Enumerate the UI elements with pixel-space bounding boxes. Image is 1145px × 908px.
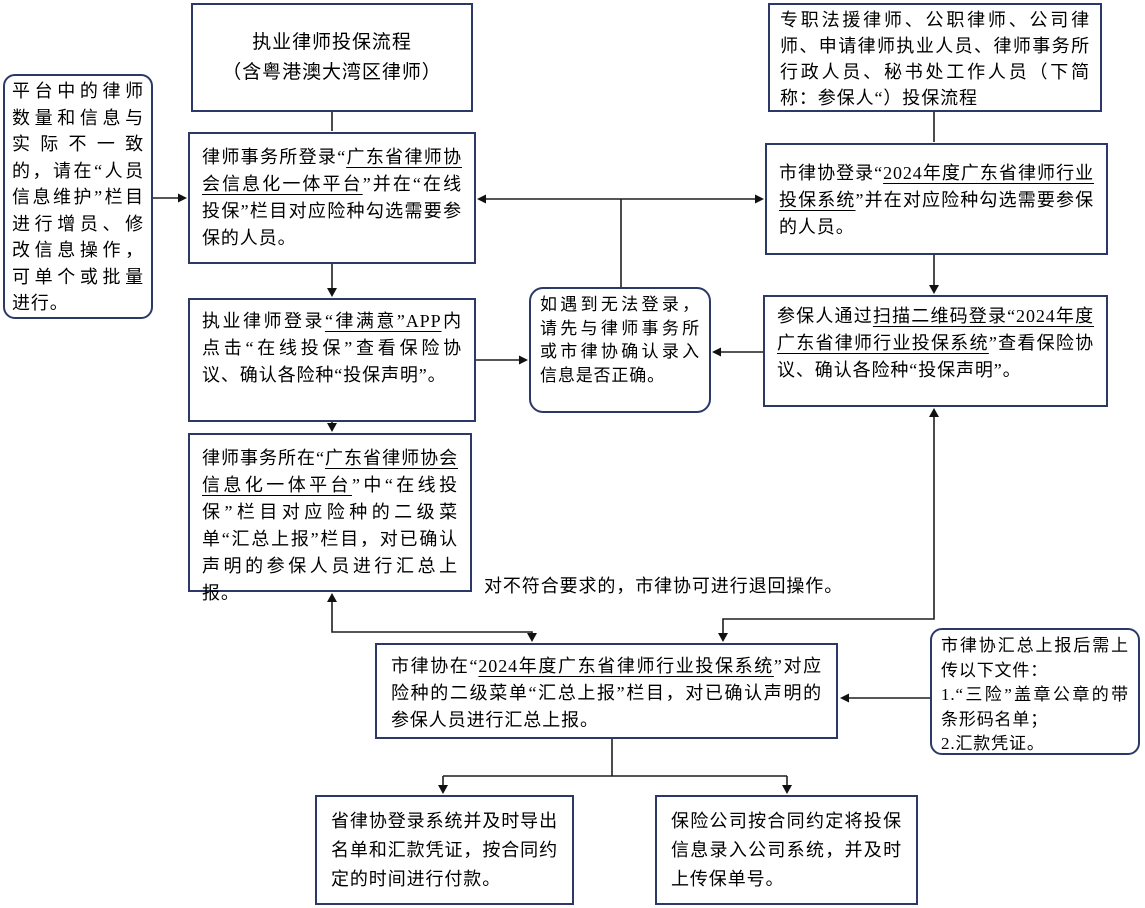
underlined-text: 广东省律师协会信息化一体平台 xyxy=(202,448,458,495)
underlined-text: 扫描二维码登录“2024年度广东省律师行业投保系统 xyxy=(777,306,1095,353)
underlined-text: 2024年度广东省律师行业投保系统 xyxy=(478,656,774,676)
step-firm-login-box: 律师事务所登录“广东省律师协会信息化一体平台”并在“在线投保”栏目对应险种勾选需… xyxy=(188,132,476,264)
underlined-text: 广东省律师协会信息化一体平台 xyxy=(202,147,462,194)
step-firm-summary-report-box: 律师事务所在“广东省律师协会信息化一体平台”中“在线投保”栏目对应险种的二级菜单… xyxy=(188,433,472,603)
plain-text: ”并在“在线投保”栏目对应险种勾选需要参保的人员。 xyxy=(202,174,462,248)
plain-text: 市律协在“ xyxy=(391,656,479,676)
plain-text: ”中“在线投保”栏目对应险种的二级菜单“汇总上报”栏目，对已确认声明的参保人员进… xyxy=(202,475,458,603)
step-lawyer-app-box: 执业律师登录“律满意”APP内点击“在线投保”查看保险协议、确认各险种“投保声明… xyxy=(188,298,476,422)
step-city-association-login-box: 市律协登录“2024年度广东省律师行业投保系统”并在对应险种勾选需要参保的人员。 xyxy=(765,143,1108,255)
underlined-text: “律满意”APP xyxy=(324,311,442,331)
login-help-note-box: 如遇到无法登录，请先与律师事务所或市律协确认录入信息是否正确。 xyxy=(529,287,711,413)
plain-text: 内点击“在线投保”查看保险协议、确认各险种“投保声明”。 xyxy=(202,311,462,385)
step-province-payment-text: 省律协登录系统并及时导出名单和汇款凭证，按合同约定的时间进行付款。 xyxy=(331,810,558,889)
step-city-summary-report-box: 市律协在“2024年度广东省律师行业投保系统”对应险种的二级菜单“汇总上报”栏目… xyxy=(375,643,838,739)
plain-text: 律师事务所在“ xyxy=(202,448,325,468)
title-other-participants: 专职法援律师、公职律师、公司律师、申请律师执业人员、律师事务所行政人员、秘书处工… xyxy=(768,3,1102,112)
side-note-box: 平台中的律师数量和信息与实际不一致的，请在“人员信息维护”栏目进行增员、修改信息… xyxy=(3,74,153,319)
step-province-payment-box: 省律协登录系统并及时导出名单和汇款凭证，按合同约定的时间进行付款。 xyxy=(315,795,574,905)
plain-text: 参保人通过 xyxy=(777,306,873,326)
title-practicing-lawyers: 执业律师投保流程 （含粤港澳大湾区律师） xyxy=(191,3,473,112)
step-insurer-entry-box: 保险公司按合同约定将投保信息录入公司系统，并及时上传保单号。 xyxy=(655,795,918,905)
plain-text: 执业律师登录 xyxy=(202,311,325,331)
plain-text: 律师事务所登录“ xyxy=(202,147,347,167)
upload-files-note-box: 市律协汇总上报后需上传以下文件： 1.“三险”盖章公章的带条形码名单； 2.汇款… xyxy=(930,628,1140,755)
plain-text: 市律协登录“ xyxy=(779,163,884,183)
underlined-text: 2024年度广东省律师行业投保系统 xyxy=(779,163,1095,210)
step-insured-qrcode-login-box: 参保人通过扫描二维码登录“2024年度广东省律师行业投保系统”查看保险协议、确认… xyxy=(763,295,1108,407)
plain-text: ”查看保险协议、确认各险种“投保声明”。 xyxy=(777,333,1094,380)
plain-text: ”对应险种的二级菜单“汇总上报”栏目，对已确认声明的参保人员进行汇总上报。 xyxy=(391,656,822,730)
plain-text: ”并在对应险种勾选需要参保的人员。 xyxy=(779,190,1094,237)
step-insurer-entry-text: 保险公司按合同约定将投保信息录入公司系统，并及时上传保单号。 xyxy=(671,810,902,889)
return-operation-label: 对不符合要求的，市律协可进行退回操作。 xyxy=(484,576,844,596)
